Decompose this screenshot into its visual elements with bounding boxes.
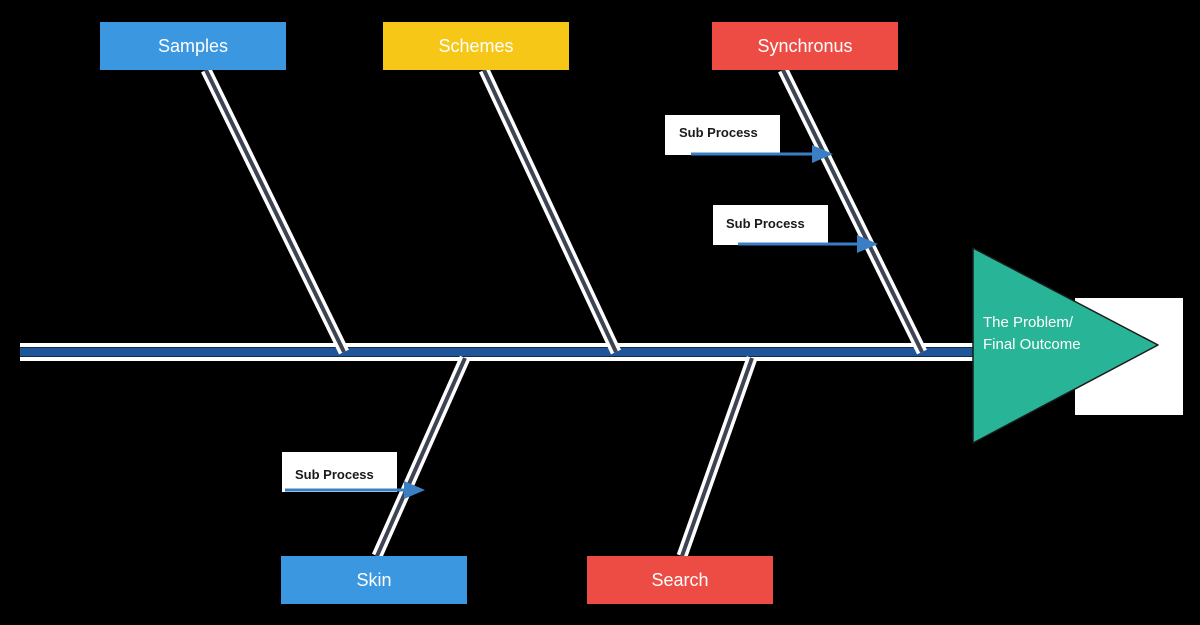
- outcome-triangle[interactable]: [972, 247, 1159, 444]
- category-label: Schemes: [438, 36, 513, 56]
- category-label: Synchronus: [757, 36, 852, 56]
- bone-synchronus: [781, 69, 924, 353]
- outcome-label: The Problem/Final Outcome: [983, 314, 1081, 353]
- category-rect[interactable]: [281, 556, 467, 604]
- spine-group: [20, 343, 990, 361]
- sub-process-box[interactable]: [713, 205, 828, 245]
- category-rect[interactable]: [383, 22, 569, 70]
- bone-search: [680, 357, 754, 557]
- sub-process-label: Sub Process: [295, 467, 374, 482]
- category-rect[interactable]: [100, 22, 286, 70]
- bone-schemes: [482, 69, 618, 353]
- sub-process-label: Sub Process: [726, 216, 805, 231]
- category-label: Samples: [158, 36, 228, 56]
- outcome-line: The Problem/: [983, 314, 1074, 331]
- sub-process-box[interactable]: [282, 452, 397, 492]
- bone-skin: [375, 357, 467, 557]
- category-box-schemes[interactable]: Schemes: [383, 22, 569, 70]
- category-rect[interactable]: [712, 22, 898, 70]
- category-box-samples[interactable]: Samples: [100, 22, 286, 70]
- outcome-group[interactable]: The Problem/Final Outcome: [972, 247, 1159, 444]
- category-box-search[interactable]: Search: [587, 556, 773, 604]
- sub-process-box[interactable]: [665, 115, 780, 155]
- bone-samples: [204, 69, 346, 353]
- category-box-skin[interactable]: Skin: [281, 556, 467, 604]
- category-rect[interactable]: [587, 556, 773, 604]
- category-label: Skin: [356, 570, 391, 590]
- bones-group: [201, 67, 927, 559]
- category-label: Search: [651, 570, 708, 590]
- outcome-line: Final Outcome: [983, 336, 1081, 353]
- sub-process-label: Sub Process: [679, 125, 758, 140]
- category-box-synchronus[interactable]: Synchronus: [712, 22, 898, 70]
